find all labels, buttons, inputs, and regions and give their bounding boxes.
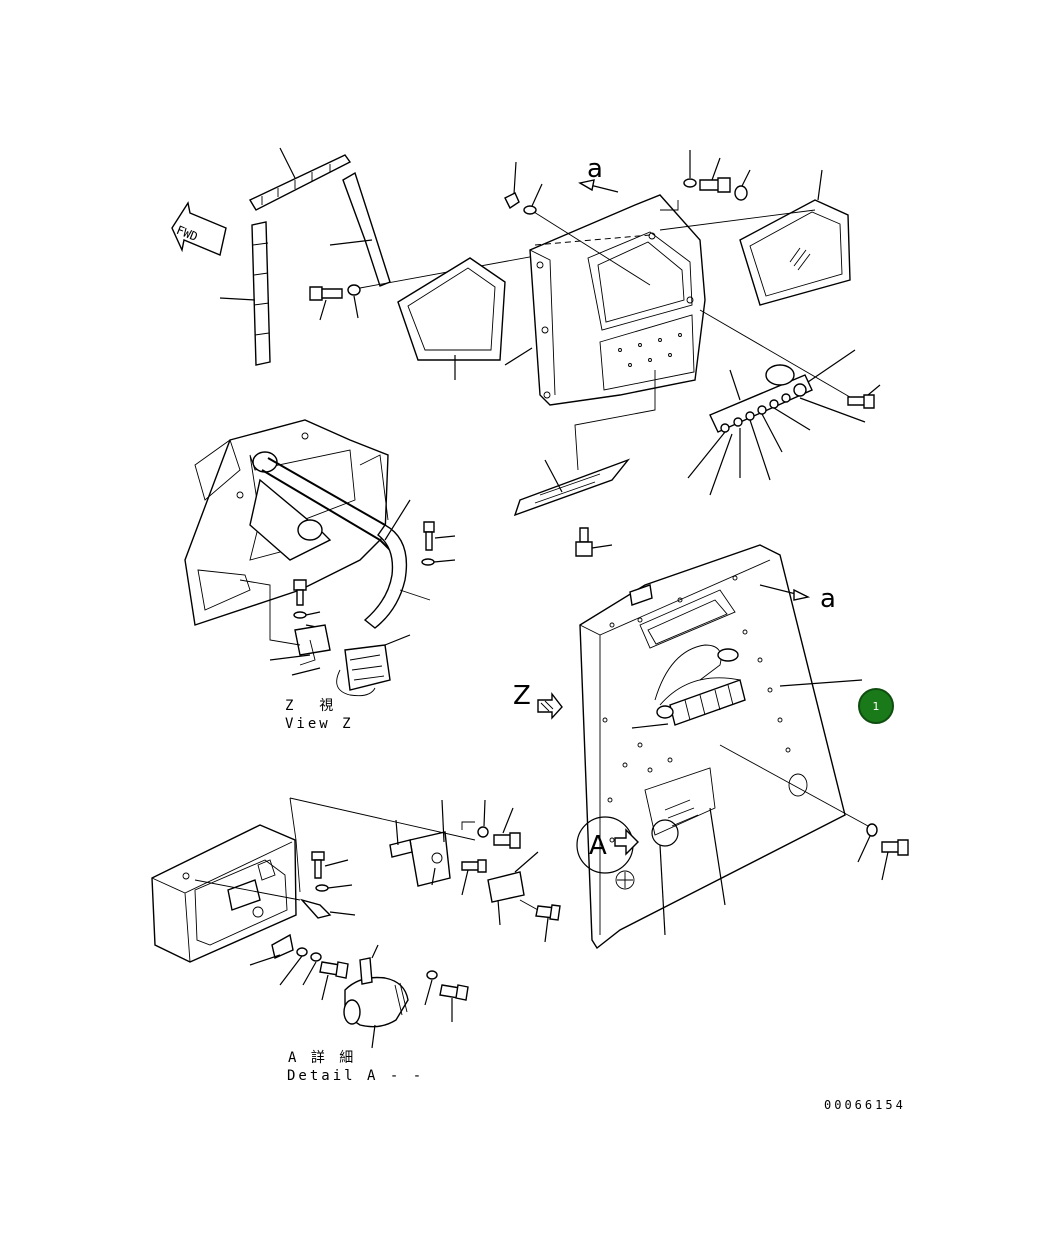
- detail-a-washer-2: [279, 947, 308, 986]
- switch-panel: [687, 309, 866, 496]
- detail-a-washer-5: [461, 799, 489, 838]
- detail-a-bolt-4: [493, 807, 521, 849]
- cap-top-right: [734, 169, 751, 201]
- bolt-view-z-2: [293, 579, 307, 606]
- glass-panel-right: [659, 169, 851, 306]
- arrow-A-label: A: [589, 831, 607, 861]
- bolt-panel: [881, 839, 909, 881]
- detail-a-housing: [151, 824, 297, 963]
- fwd-arrow: [171, 201, 227, 256]
- detail-a-buzzer: [343, 944, 409, 1049]
- detail-a-bolt-6: [535, 904, 561, 943]
- washer-view-z-1: [421, 558, 456, 566]
- nut-top: [504, 161, 520, 210]
- main-panel: [579, 544, 863, 950]
- bolt-switch-panel: [847, 384, 881, 409]
- washer-top: [523, 183, 651, 286]
- trim-strip-vertical: [219, 221, 271, 366]
- arrow-a-top-label: a: [587, 154, 603, 184]
- callout-number-badge[interactable]: 1: [858, 688, 894, 724]
- detail-a-bolt-5: [461, 859, 487, 896]
- detail-a-jp-caption: A 詳 細: [288, 1050, 357, 1066]
- detail-a-washer-4: [424, 970, 438, 1006]
- detail-a-clip: [194, 879, 356, 919]
- detail-a-bolt-3: [439, 984, 469, 1022]
- arrow-a-top: [578, 179, 619, 193]
- bolt-top-right: [699, 157, 731, 193]
- label-plate: [513, 370, 656, 517]
- detail-a-tab: [249, 933, 294, 966]
- screw-label-plate: [575, 527, 613, 557]
- detail-a-washer-1: [315, 884, 353, 892]
- connector-view-z: [336, 589, 431, 697]
- view-z-jp-caption: Z 視: [285, 698, 337, 714]
- detail-a-washer-3: [302, 952, 322, 986]
- trim-strip-curved: [329, 171, 391, 287]
- arrow-z-label: Z: [513, 681, 531, 711]
- washer-panel: [719, 744, 878, 863]
- gasket-frame-left: [397, 257, 506, 380]
- bracket-view-z: [239, 579, 331, 676]
- washer-top-right: [683, 150, 697, 188]
- bolt-left: [309, 286, 343, 321]
- meter-housing: [504, 194, 706, 406]
- detail-a-bolt-2: [319, 961, 349, 1001]
- detail-a-bracket: [487, 851, 539, 926]
- detail-a-small-bracket: [389, 819, 413, 858]
- view-z-en-caption: View Z: [285, 716, 354, 732]
- arrow-a-right: [759, 584, 811, 601]
- bolt-view-z-1: [423, 521, 456, 551]
- arrow-z: [537, 691, 563, 720]
- detail-a-callout: [576, 816, 679, 874]
- detail-a-bolt-1: [311, 851, 349, 879]
- drawing-number: 00066154: [824, 1098, 906, 1112]
- detail-a-plate: [289, 797, 476, 893]
- detail-a-en-caption: Detail A - -: [287, 1068, 425, 1084]
- view-z-housing: [184, 419, 411, 629]
- trim-strip-top: [249, 147, 352, 211]
- arrow-a-right-label: a: [820, 584, 836, 614]
